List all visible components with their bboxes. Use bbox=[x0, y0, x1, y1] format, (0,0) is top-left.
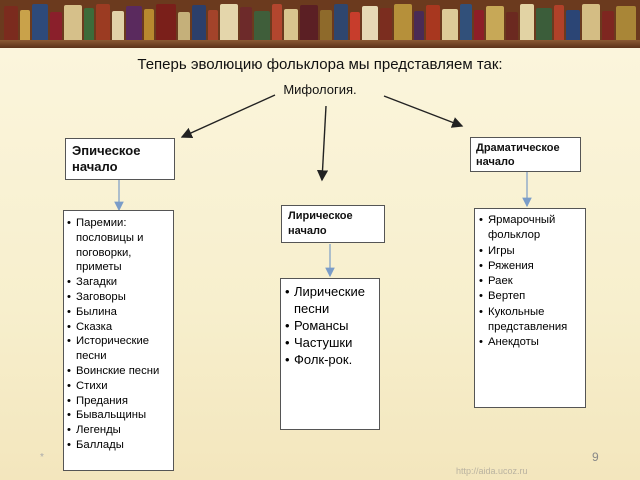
list-item: Раек bbox=[479, 274, 582, 290]
lyric-header-box: Лирическое начало bbox=[281, 205, 385, 243]
drama-list-box: Ярмарочный фольклор Игры Ряжения Раек Ве… bbox=[474, 208, 586, 408]
lyric-list-box: Лирические песни Романсы Частушки Фолк-р… bbox=[280, 278, 380, 430]
list-item: Сказка bbox=[67, 320, 170, 335]
epic-header-label: Эпическое начало bbox=[72, 143, 141, 174]
list-item: Былина bbox=[67, 305, 170, 320]
list-item: Исторические песни bbox=[67, 334, 170, 364]
epic-list-box: Паремии: пословицы и поговорки, приметы … bbox=[63, 210, 174, 471]
list-item: Ряжения bbox=[479, 259, 582, 275]
list-item: Паремии: пословицы и поговорки, приметы bbox=[67, 216, 170, 275]
arrow-to-drama bbox=[383, 95, 464, 128]
list-item: Романсы bbox=[285, 317, 376, 334]
drama-list: Ярмарочный фольклор Игры Ряжения Раек Ве… bbox=[479, 213, 582, 351]
drama-header-box: Драматическое начало bbox=[470, 137, 581, 172]
footer-url: http://aida.ucoz.ru bbox=[456, 466, 528, 476]
list-item: Ярмарочный фольклор bbox=[479, 213, 582, 244]
list-item: Загадки bbox=[67, 275, 170, 290]
list-item: Баллады bbox=[67, 438, 170, 453]
shelf-board bbox=[0, 40, 640, 48]
list-item: Вертеп bbox=[479, 289, 582, 305]
root-node-mythology: Мифология. bbox=[283, 82, 357, 97]
list-item: Воинские песни bbox=[67, 364, 170, 379]
list-item: Предания bbox=[67, 394, 170, 409]
slide-title: Теперь эволюцию фольклора мы представляе… bbox=[137, 56, 503, 73]
list-item: Фолк-рок. bbox=[285, 351, 376, 368]
list-item: Заговоры bbox=[67, 290, 170, 305]
epic-header-box: Эпическое начало bbox=[65, 138, 175, 180]
list-item: Стихи bbox=[67, 379, 170, 394]
arrow-to-epic bbox=[180, 94, 276, 139]
page-number: 9 bbox=[592, 450, 599, 464]
bookshelf-banner bbox=[0, 0, 640, 44]
list-item: Легенды bbox=[67, 423, 170, 438]
list-item: Лирические песни bbox=[285, 283, 376, 317]
list-item: Анекдоты bbox=[479, 335, 582, 351]
arrow-to-lyric bbox=[316, 105, 329, 182]
list-item: Кукольные представления bbox=[479, 305, 582, 336]
lyric-header-label: Лирическое начало bbox=[288, 210, 353, 237]
lyric-list: Лирические песни Романсы Частушки Фолк-р… bbox=[285, 283, 376, 368]
list-item: Игры bbox=[479, 244, 582, 260]
list-item: Бывальщины bbox=[67, 408, 170, 423]
epic-list: Паремии: пословицы и поговорки, приметы … bbox=[67, 216, 170, 453]
drama-header-label: Драматическое начало bbox=[476, 142, 560, 168]
footer-star: * bbox=[40, 452, 44, 463]
list-item: Частушки bbox=[285, 334, 376, 351]
